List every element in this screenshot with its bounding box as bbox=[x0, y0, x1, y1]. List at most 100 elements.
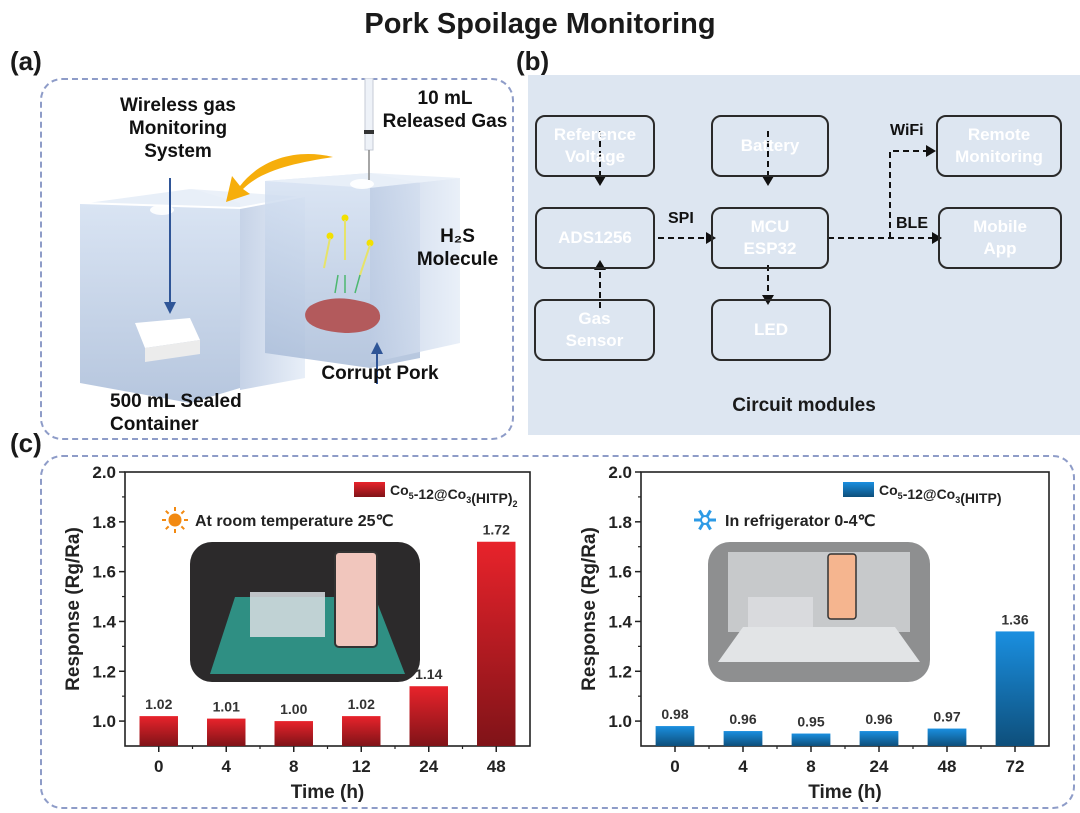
circuit-connections bbox=[594, 131, 942, 308]
x-tick-label: 0 bbox=[670, 757, 679, 776]
experiment-illustration bbox=[79, 78, 460, 403]
x-tick-label: 24 bbox=[870, 757, 889, 776]
panel-b-label: (b) bbox=[516, 46, 550, 76]
panel-c-label: (c) bbox=[10, 428, 42, 458]
container-line-2: Container bbox=[110, 414, 199, 435]
sealed-container-right bbox=[265, 173, 460, 368]
y-tick-label: 1.8 bbox=[92, 513, 116, 532]
condition-title: At room temperature 25℃ bbox=[195, 513, 393, 530]
y-tick-label: 1.8 bbox=[608, 513, 632, 532]
x-tick-label: 4 bbox=[738, 757, 748, 776]
module-battery: Battery bbox=[711, 115, 829, 177]
fridge-photo-inset bbox=[708, 542, 930, 682]
y-tick-label: 1.6 bbox=[92, 563, 116, 582]
data-label: 0.97 bbox=[933, 709, 960, 725]
data-label: 0.96 bbox=[865, 711, 892, 727]
wifi-label: WiFi bbox=[890, 122, 924, 139]
snowflake-icon bbox=[694, 509, 716, 531]
bar bbox=[791, 733, 831, 746]
panel-c-frame bbox=[40, 455, 1075, 809]
data-label: 1.36 bbox=[1001, 611, 1028, 627]
panel-a-label: (a) bbox=[10, 46, 42, 76]
y-tick-label: 1.4 bbox=[608, 612, 632, 631]
y-tick-label: 1.2 bbox=[92, 662, 116, 681]
bar bbox=[139, 716, 178, 746]
container-label: 500 mL Sealed Container bbox=[110, 390, 280, 436]
y-tick-label: 2.0 bbox=[92, 463, 116, 482]
bar bbox=[207, 718, 246, 746]
bar bbox=[342, 716, 381, 746]
wireless-system-label: Wireless gas Monitoring System bbox=[98, 94, 258, 163]
syringe-icon bbox=[364, 78, 374, 180]
wireless-line-2: Monitoring bbox=[128, 118, 228, 139]
corrupt-pork-label: Corrupt Pork bbox=[321, 363, 439, 384]
module-led-label: LED bbox=[754, 320, 788, 339]
x-axis-label: Time (h) bbox=[291, 782, 365, 803]
bar bbox=[655, 726, 695, 746]
y-tick-label: 1.4 bbox=[92, 612, 116, 631]
x-tick-label: 48 bbox=[487, 757, 506, 776]
container-line-1: 500 mL Sealed bbox=[110, 391, 242, 412]
x-tick-label: 4 bbox=[222, 757, 232, 776]
y-tick-label: 1.6 bbox=[608, 563, 632, 582]
bar bbox=[477, 541, 516, 746]
y-tick-label: 1.0 bbox=[92, 712, 116, 731]
h2s-line-2: Molecule bbox=[416, 249, 499, 270]
x-tick-label: 8 bbox=[289, 757, 298, 776]
transfer-arrow-icon bbox=[226, 154, 333, 202]
wireless-line-3: System bbox=[144, 141, 212, 162]
data-label: 0.95 bbox=[797, 714, 824, 730]
data-label: 0.98 bbox=[661, 706, 688, 722]
y-tick-label: 2.0 bbox=[608, 463, 632, 482]
data-label: 0.96 bbox=[729, 711, 756, 727]
h2s-molecule-label: H₂S Molecule bbox=[405, 225, 510, 271]
released-gas-line-1: 10 mL bbox=[417, 88, 473, 109]
x-tick-label: 0 bbox=[154, 757, 163, 776]
module-led: LED bbox=[711, 299, 831, 361]
spi-label: SPI bbox=[668, 210, 694, 227]
x-tick-label: 12 bbox=[352, 757, 371, 776]
module-ads1256-label: ADS1256 bbox=[558, 228, 632, 247]
data-label: 1.00 bbox=[280, 701, 307, 717]
x-tick-label: 48 bbox=[938, 757, 957, 776]
x-tick-label: 24 bbox=[419, 757, 438, 776]
room-photo-inset bbox=[190, 542, 420, 682]
released-gas-line-2: Released Gas bbox=[382, 111, 508, 132]
ble-label: BLE bbox=[896, 215, 928, 232]
wireless-line-1: Wireless gas bbox=[119, 95, 236, 116]
x-tick-label: 8 bbox=[806, 757, 815, 776]
data-label: 1.02 bbox=[348, 696, 375, 712]
legend-swatch bbox=[354, 482, 385, 497]
released-gas-label: 10 mL Released Gas bbox=[375, 87, 515, 133]
bar bbox=[723, 731, 763, 746]
x-tick-label: 72 bbox=[1006, 757, 1025, 776]
legend-swatch bbox=[843, 482, 874, 497]
y-tick-label: 1.0 bbox=[608, 712, 632, 731]
legend-label: Co5-12@Co3(HITP)2 bbox=[390, 482, 518, 509]
bar bbox=[859, 731, 899, 746]
condition-title: In refrigerator 0-4℃ bbox=[725, 513, 875, 530]
wifi-line bbox=[889, 150, 928, 238]
y-axis-label: Response (Rg/Ra) bbox=[63, 527, 84, 691]
module-ads1256: ADS1256 bbox=[535, 207, 655, 269]
x-axis-label: Time (h) bbox=[808, 782, 882, 803]
bar bbox=[927, 728, 967, 746]
data-label: 1.01 bbox=[213, 699, 240, 715]
data-label: 1.72 bbox=[483, 522, 510, 538]
legend-label: Co5-12@Co3(HITP) bbox=[879, 482, 1001, 506]
circuit-caption: Circuit modules bbox=[732, 395, 876, 416]
module-battery-label: Battery bbox=[740, 136, 800, 155]
bar bbox=[995, 631, 1035, 746]
